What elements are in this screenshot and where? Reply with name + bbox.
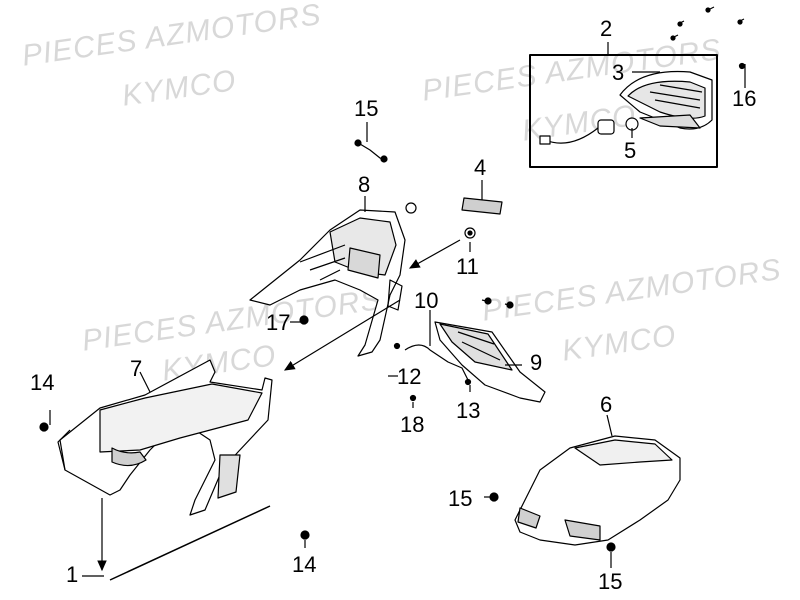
grommet — [464, 227, 476, 239]
callout-3: 3 — [612, 60, 625, 85]
bulb-socket — [539, 117, 639, 145]
taillight-frame — [529, 54, 718, 168]
callout-14b: 14 — [292, 552, 317, 577]
callout-17: 17 — [266, 310, 291, 335]
callout-7: 7 — [130, 356, 143, 381]
callout-14a: 14 — [30, 370, 55, 395]
bolt-top — [354, 139, 388, 163]
rubber-grommet — [405, 202, 417, 214]
callout-6: 6 — [600, 392, 613, 417]
bolt-14a — [39, 422, 49, 432]
callout-1: 1 — [66, 562, 79, 587]
callout-15b: 15 — [448, 486, 473, 511]
taillight-screws — [670, 6, 746, 80]
license-bracket — [434, 297, 546, 403]
rod — [109, 505, 271, 581]
callout-12: 12 — [397, 364, 422, 389]
callout-10: 10 — [414, 288, 439, 313]
callout-18: 18 — [400, 412, 425, 437]
callout-8: 8 — [358, 172, 371, 197]
taillight-housing — [619, 70, 713, 130]
nut-18 — [409, 394, 417, 402]
rear-fender — [514, 435, 681, 546]
callout-5: 5 — [624, 138, 637, 163]
rear-fender-inner — [249, 209, 406, 357]
bolt-17 — [299, 315, 309, 325]
callout-11: 11 — [456, 254, 479, 279]
screw-13 — [464, 378, 472, 386]
callout-2: 2 — [600, 16, 613, 41]
callout-13: 13 — [456, 398, 481, 423]
plate-reflector — [461, 197, 503, 215]
callout-9: 9 — [530, 350, 543, 375]
nut-12 — [393, 342, 401, 350]
callout-15a: 15 — [354, 96, 379, 121]
bolt-15c — [606, 542, 616, 552]
inner-tray — [57, 359, 273, 516]
callout-4: 4 — [474, 155, 487, 180]
bracket-stay — [404, 344, 469, 381]
callout-16: 16 — [732, 86, 757, 111]
callout-15c: 15 — [598, 569, 623, 594]
bolt-14b — [300, 530, 310, 540]
